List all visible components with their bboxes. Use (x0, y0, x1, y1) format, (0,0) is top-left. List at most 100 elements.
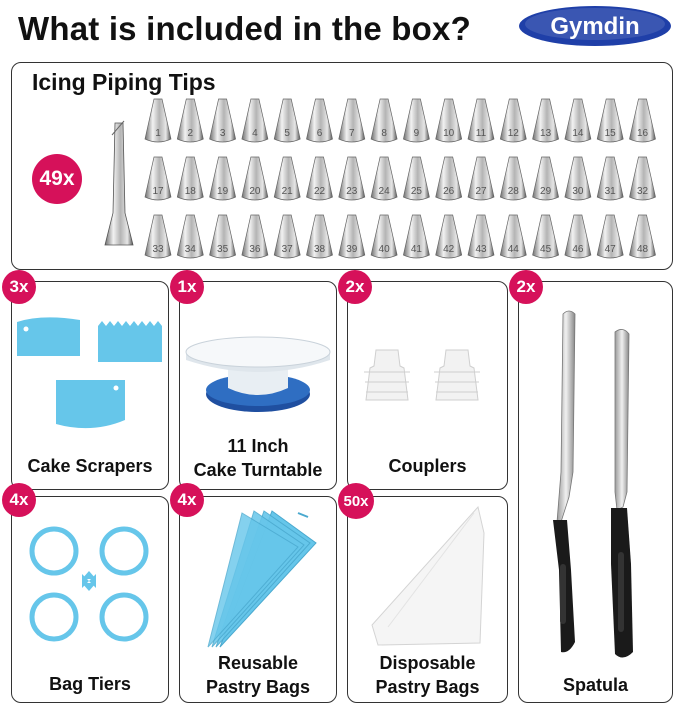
piping-tips-heading: Icing Piping Tips (32, 69, 216, 95)
piping-tip-icon: 19 (209, 156, 237, 201)
piping-tip-number: 25 (411, 186, 423, 197)
piping-tip-icon: 40 (370, 214, 398, 259)
piping-tip-icon: 42 (435, 214, 463, 259)
spatula-icon (553, 310, 633, 658)
spatula-count-badge: 2x (509, 270, 543, 304)
piping-tip-number: 17 (152, 186, 164, 197)
piping-tip-icon: 4 (241, 98, 269, 143)
piping-tip-icon: 16 (629, 98, 656, 143)
piping-tip-number: 23 (346, 186, 358, 197)
piping-tip-number: 5 (284, 128, 290, 139)
piping-tip-number: 1 (155, 128, 161, 139)
brand-logo: Gymdin (517, 4, 673, 48)
piping-tip-icon: 7 (338, 98, 366, 143)
piping-tip-number: 33 (152, 244, 164, 255)
piping-tip-icon: 20 (241, 156, 269, 201)
piping-tip-icon: 31 (596, 156, 624, 201)
piping-tip-icon: 6 (306, 98, 333, 143)
piping-tip-icon: 24 (370, 156, 398, 201)
piping-tip-number: 43 (475, 244, 487, 255)
bag-tiers-label: Bag Tiers (49, 674, 131, 694)
piping-tip-number: 45 (540, 244, 552, 255)
piping-tip-number: 7 (349, 128, 355, 139)
piping-tip-number: 24 (379, 186, 391, 197)
piping-tip-icon: 11 (467, 98, 495, 143)
turntable-icon (185, 336, 331, 412)
piping-tip-icon: 46 (564, 214, 592, 259)
piping-tip-icon: 28 (499, 156, 527, 201)
piping-tip-number: 30 (572, 186, 584, 197)
page-title: What is included in the box? (18, 10, 471, 47)
piping-tip-icon: 18 (176, 156, 204, 201)
disposable-bags-panel: Disposable Pastry Bags (347, 496, 508, 703)
piping-tip-number: 18 (185, 186, 197, 197)
piping-tip-icon: 14 (564, 98, 592, 143)
scrapers-count-badge: 3x (2, 270, 36, 304)
couplers-icon (364, 349, 480, 401)
piping-tip-number: 11 (476, 128, 487, 139)
piping-tip-number: 37 (282, 244, 294, 255)
turntable-count-badge: 1x (170, 270, 204, 304)
piping-tip-icon: 37 (273, 214, 301, 259)
reusable-bags-count-badge: 4x (170, 483, 204, 517)
piping-tip-number: 13 (540, 128, 552, 139)
piping-tip-icon: 22 (306, 156, 333, 201)
piping-tip-number: 22 (314, 186, 326, 197)
couplers-panel: Couplers (347, 281, 508, 490)
tips-count-badge: 49x (32, 154, 82, 204)
bag-tiers-icon (29, 526, 149, 642)
piping-tip-icon: 13 (532, 98, 560, 143)
piping-tip-number: 20 (249, 186, 261, 197)
piping-tip-number: 44 (508, 244, 520, 255)
reusable-bags-icon (207, 510, 317, 648)
piping-tip-icon: 9 (402, 98, 430, 143)
reusable-bags-panel: Reusable Pastry Bags (179, 496, 337, 703)
piping-tip-icon: 10 (435, 98, 463, 143)
piping-tip-icon: 15 (596, 98, 624, 143)
piping-tip-number: 28 (508, 186, 520, 197)
piping-tip-number: 12 (508, 128, 520, 139)
scrapers-icon (17, 317, 162, 429)
piping-tip-number: 10 (443, 128, 455, 139)
piping-tip-number: 16 (637, 128, 649, 139)
disposable-bags-count-badge: 50x (338, 483, 374, 519)
piping-tip-icon: 26 (435, 156, 463, 201)
spatula-label: Spatula (562, 675, 628, 695)
piping-tip-number: 3 (220, 128, 226, 139)
piping-tip-number: 48 (637, 244, 649, 255)
disposable-bags-icon (371, 505, 485, 646)
reusable-bags-label-line1: Reusable (217, 653, 299, 673)
piping-tip-icon: 43 (467, 214, 495, 259)
piping-tip-number: 34 (185, 244, 197, 255)
bag-tiers-count-badge: 4x (2, 483, 36, 517)
piping-tip-number: 4 (252, 128, 258, 139)
piping-tip-icon: 38 (306, 214, 333, 259)
piping-tip-icon: 8 (370, 98, 398, 143)
piping-tip-icon: 44 (499, 214, 527, 259)
piping-tip-number: 40 (379, 244, 391, 255)
piping-tip-number: 35 (217, 244, 229, 255)
reusable-bags-label-line2: Pastry Bags (205, 677, 311, 697)
piping-tip-number: 38 (314, 244, 326, 255)
couplers-label: Couplers (388, 456, 467, 476)
piping-tip-icon: 3 (209, 98, 237, 143)
spatula-panel: Spatula (518, 281, 673, 703)
piping-tip-number: 31 (605, 186, 617, 197)
piping-tip-number: 21 (282, 186, 294, 197)
piping-tip-number: 42 (443, 244, 455, 255)
piping-tip-number: 36 (249, 244, 261, 255)
piping-tip-number: 41 (411, 244, 423, 255)
piping-tip-icon: 17 (144, 156, 172, 201)
piping-tip-icon: 25 (402, 156, 430, 201)
piping-tip-number: 29 (540, 186, 552, 197)
piping-tip-icon: 41 (402, 214, 430, 259)
piping-tip-icon: 23 (338, 156, 366, 201)
piping-tip-number: 9 (414, 128, 420, 139)
turntable-label-line2: Cake Turntable (193, 460, 323, 480)
piping-tip-icon: 47 (596, 214, 624, 259)
piping-tip-icon: 32 (629, 156, 656, 201)
piping-tip-icon: 48 (629, 214, 656, 259)
piping-tip-number: 2 (188, 128, 194, 139)
disposable-bags-label-line1: Disposable (379, 653, 476, 673)
